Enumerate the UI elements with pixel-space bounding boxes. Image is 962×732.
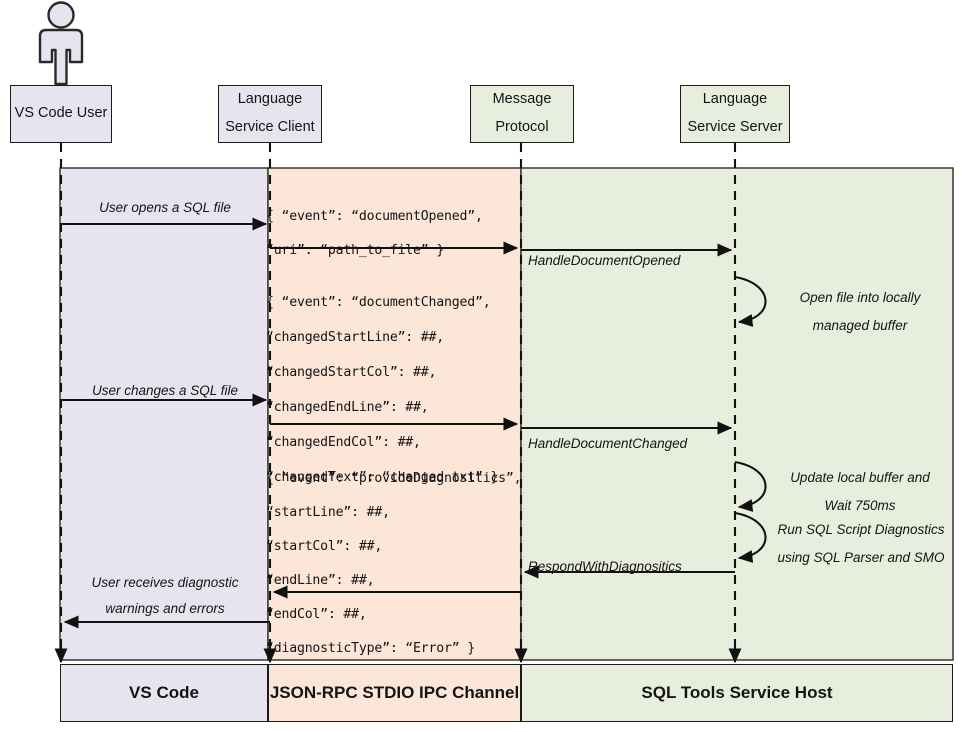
participant-header-user[interactable]: VS Code User <box>10 85 112 143</box>
self-note-line1: Open file into locally <box>799 290 921 305</box>
message-label-user-receives-diagnostics-line1: User receives diagnostic <box>91 575 239 590</box>
payload-line: “changedStartLine”: ##, <box>266 330 445 345</box>
self-note-line1: Update local buffer and <box>790 470 930 485</box>
participant-user-line1: VS Code User <box>14 105 108 122</box>
lifelines <box>59 143 737 653</box>
self-note-line2: Wait 750ms <box>824 498 896 513</box>
band-footer-vscode[interactable]: VS Code <box>60 664 268 722</box>
band-footer-ipc[interactable]: JSON-RPC STDIO IPC Channel <box>268 664 521 722</box>
band-footer-ipc-label: JSON-RPC STDIO IPC Channel <box>269 683 520 702</box>
participant-client-line1: Language <box>237 91 303 108</box>
participant-protocol-line2: Protocol <box>495 119 549 135</box>
band-footer-host[interactable]: SQL Tools Service Host <box>521 664 953 722</box>
self-note-update-buffer: Update local buffer and Wait 750ms <box>770 470 950 526</box>
participant-header-message-protocol[interactable]: Message Protocol <box>470 85 574 143</box>
message-label-user-opens-file: User opens a SQL file <box>99 200 231 215</box>
payload-provide-diagnositics: { “event”: “provideDiagnositics”, “start… <box>266 462 522 666</box>
participant-server-line2: Service Server <box>687 119 783 135</box>
message-label-user-changes-file: User changes a SQL file <box>91 383 239 398</box>
self-note-line2: managed buffer <box>812 318 908 333</box>
participant-client-line2: Service Client <box>225 119 315 135</box>
payload-line: “endLine”: ##, <box>266 573 375 588</box>
participant-header-language-service-client[interactable]: Language Service Client <box>218 85 322 143</box>
message-label-user-receives-diagnostics-line2: warnings and errors <box>105 601 225 616</box>
lifeline-terminators <box>54 648 742 664</box>
band-footer-vscode-label: VS Code <box>129 683 199 702</box>
message-label-handle-document-changed: HandleDocumentChanged <box>528 436 688 451</box>
payload-line: “changedStartCol”: ##, <box>266 365 437 380</box>
self-loop-update-buffer <box>734 460 767 512</box>
payload-line: “changedEndCol”: ##, <box>266 435 421 450</box>
band-ipc-bg <box>267 167 522 661</box>
participant-server-line1: Language <box>702 91 768 108</box>
payload-line: { “event”: “documentOpened”, <box>266 209 483 224</box>
message-label-respond-with-diagnositics: RespondWithDiagnositics <box>528 559 682 574</box>
self-note-run-diagnostics: Run SQL Script Diagnostics using SQL Par… <box>766 522 956 578</box>
payload-line: “startLine”: ##, <box>266 505 390 520</box>
participant-protocol-line1: Message <box>492 91 552 108</box>
self-loop-run-diagnostics <box>734 511 767 563</box>
payload-line: “changedEndLine”: ##, <box>266 400 429 415</box>
payload-document-opened: { “event”: “documentOpened”, “uri”: “pat… <box>266 200 483 268</box>
payload-line: { “event”: “provideDiagnositics”, <box>266 471 522 486</box>
band-host-bg <box>520 167 954 661</box>
band-vscode-bg <box>59 167 269 661</box>
payload-line: { “event”: “documentChanged”, <box>266 295 491 310</box>
self-note-open-file: Open file into locally managed buffer <box>770 290 950 346</box>
self-note-line1: Run SQL Script Diagnostics <box>777 522 945 537</box>
self-loop-open-file <box>734 275 767 327</box>
participant-header-language-service-server[interactable]: Language Service Server <box>680 85 790 143</box>
message-label-handle-document-opened: HandleDocumentOpened <box>528 253 681 268</box>
person-icon <box>38 1 84 86</box>
self-note-line2: using SQL Parser and SMO <box>777 550 945 565</box>
payload-document-changed: { “event”: “documentChanged”, “changedSt… <box>266 285 498 495</box>
self-loop-arrows <box>734 275 767 563</box>
payload-line: “diagnosticType”: “Error” } <box>266 641 475 656</box>
band-footer-host-label: SQL Tools Service Host <box>641 683 833 702</box>
payload-line: “endCol”: ##, <box>266 607 367 622</box>
payload-line: “uri”: “path_to_file” } <box>266 243 445 258</box>
payload-line: “changedText”: “changed txt” } <box>266 470 499 485</box>
payload-line: “startCol”: ##, <box>266 539 383 554</box>
message-arrows <box>61 217 735 629</box>
